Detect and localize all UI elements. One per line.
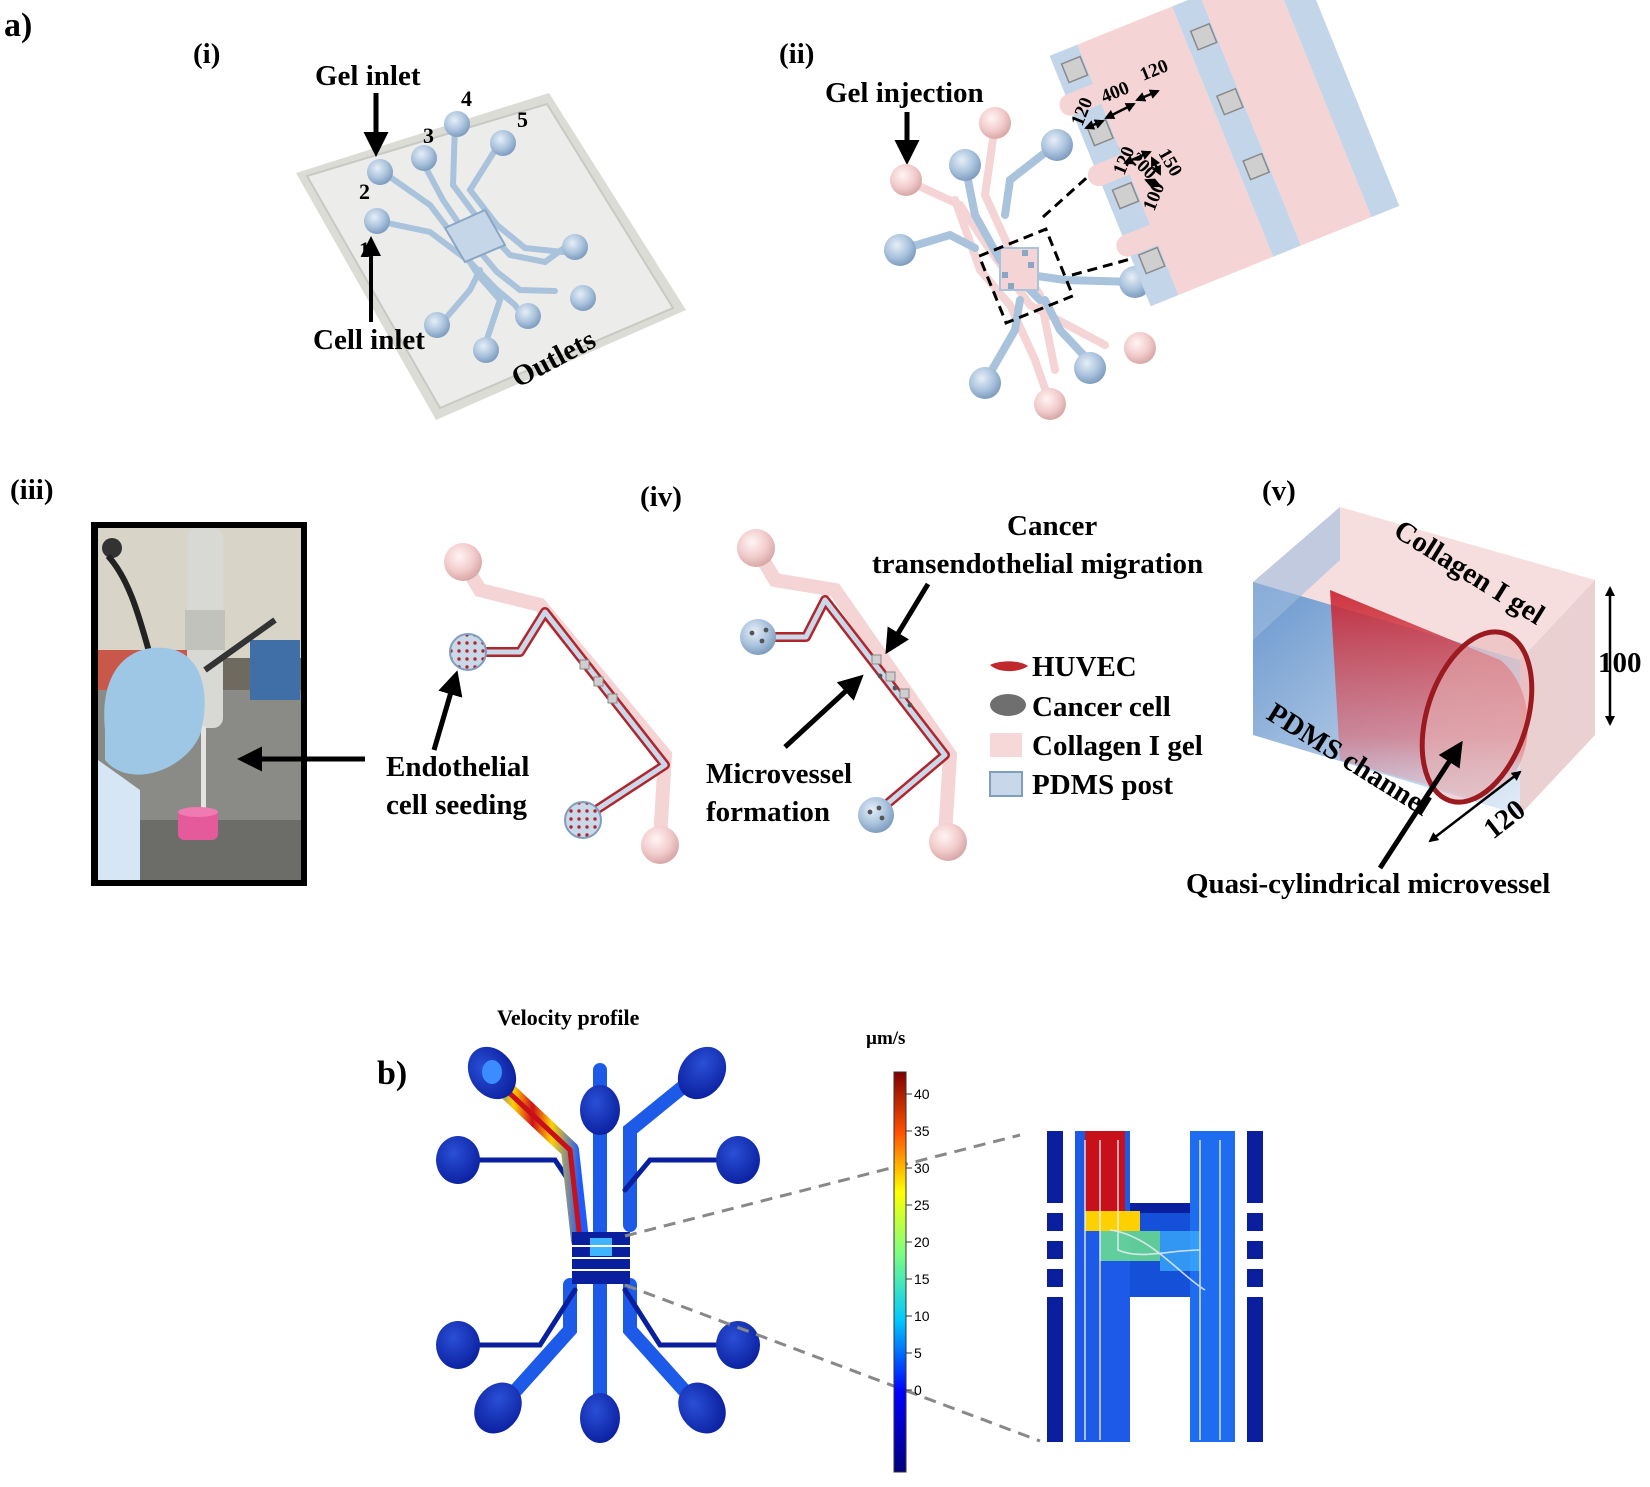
panel-a-label: a) [4,7,32,44]
migration-line1: Cancer [1007,510,1097,542]
colorbar-tick-label: 10 [914,1308,930,1324]
zoom-box [977,227,1075,325]
panel-iv: (iv) Cancer transendothelial migration M… [640,481,1203,861]
colorbar-tick-label: 40 [914,1086,930,1102]
migration-arrow [885,582,931,655]
velocity-zoom [1047,1131,1263,1442]
migration-line2: transendothelial migration [872,548,1203,580]
panel-v: (v) Collagen I gel PDMS channel 100 120 … [1186,475,1642,900]
port-number-3: 3 [423,123,434,148]
velocity-title: Velocity profile [497,1005,640,1030]
port-number-5: 5 [517,107,528,132]
port-number-2: 2 [359,179,370,204]
panel-i: (i) Gel inlet Cell inlet 1 2 3 4 5 Outle… [193,38,686,420]
chip-i-ports [364,111,596,363]
chip-i-channels [375,121,571,348]
legend-pdms-swatch [989,771,1023,797]
microvessel-label: Quasi-cylindrical microvessel [1186,868,1550,900]
chip-ii-ports [884,107,1156,420]
colorbar-tick-label: 25 [914,1197,930,1213]
panel-b: b) Velocity profile [377,1005,1263,1473]
height-label: 100 [1598,647,1642,679]
box-left-shade [1253,507,1340,640]
panel-v-label: (v) [1262,475,1296,507]
seeding-port-arrow [431,670,463,751]
zoom-detail [1049,0,1400,307]
chip-i-center [443,208,507,264]
panel-iii-label: (iii) [10,474,54,506]
colorbar-tick-label: 5 [914,1345,922,1361]
formation-line2: formation [706,796,830,828]
zoom-line-b-bottom [624,1283,1041,1443]
microvessel-schematic [737,529,967,861]
panel-ii: (ii) Gel injection [779,0,1400,420]
legend-huvec-swatch [990,661,1028,672]
legend-pdms: PDMS post [1032,769,1173,801]
formation-arrow [783,674,864,749]
colorbar-unit: µm/s [866,1028,905,1049]
panel-iv-label: (iv) [640,481,682,513]
width-arrow [1428,770,1522,843]
microvessel-arrow [1377,740,1463,870]
legend-huvec: HUVEC [1032,651,1137,683]
panel-i-label: (i) [193,38,220,70]
panel-b-label: b) [377,1055,407,1092]
legend-cancer-swatch [990,694,1026,716]
chip-ii-posts [999,247,1039,291]
zoom-line-bottom [1071,243,1183,277]
seeding-line1: Endothelial [386,751,529,783]
port-number-4: 4 [461,86,472,111]
formation-line1: Microvessel [706,758,852,790]
legend-cancer: Cancer cell [1032,691,1171,723]
velocity-chip [436,1046,760,1443]
gel-inlet-label: Gel inlet [315,60,421,92]
box-right [1520,580,1595,815]
seeding-schematic [444,543,679,864]
colorbar-tick-label: 30 [914,1160,930,1176]
colorbar-tick-label: 15 [914,1271,930,1287]
cell-inlet-label: Cell inlet [313,324,425,356]
dimension-arrows [1084,89,1162,188]
colorbar [893,1071,907,1473]
colorbar-tick-label: 20 [914,1234,930,1250]
legend-collagen-swatch [990,733,1022,757]
colorbar-tick-label: 0 [914,1382,922,1398]
panel-ii-label: (ii) [779,38,814,70]
panel-iii: (iii) Endothelial cell seeding [10,474,679,886]
colorbar-tick-label: 35 [914,1123,930,1139]
gel-injection-label: Gel injection [825,77,984,109]
seeding-line2: cell seeding [386,789,527,821]
lab-photo [98,528,301,880]
colorbar-ticks: 40 35 30 25 20 15 10 5 0 [906,1086,930,1398]
legend: HUVEC Cancer cell Collagen I gel PDMS po… [989,651,1203,801]
zoom-line-b-top [624,1133,1021,1238]
port-number-1: 1 [359,237,370,262]
legend-collagen: Collagen I gel [1032,730,1203,762]
